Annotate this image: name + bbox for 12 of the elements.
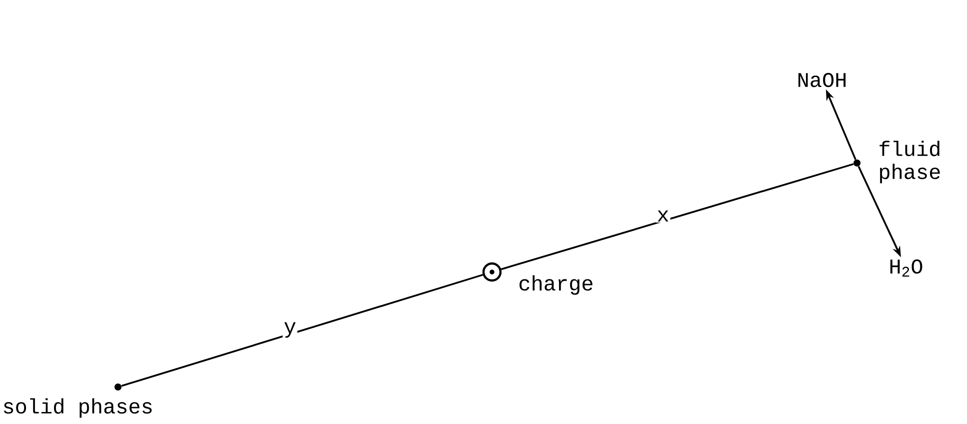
- edge-label: x: [656, 209, 670, 223]
- tie-line: [500, 163, 854, 270]
- edge-label: y: [282, 321, 298, 339]
- point-label: charge: [520, 275, 592, 295]
- point-label: solid phases: [4, 398, 152, 418]
- tie-line: [121, 274, 484, 387]
- phase-point: [854, 160, 860, 166]
- charge-point: [482, 262, 502, 282]
- phase-point: [114, 384, 122, 390]
- formula-label: H$_{2}$O: [890, 259, 922, 277]
- formula-label: NaOH: [798, 72, 846, 88]
- point-label: fluid phase: [880, 140, 940, 184]
